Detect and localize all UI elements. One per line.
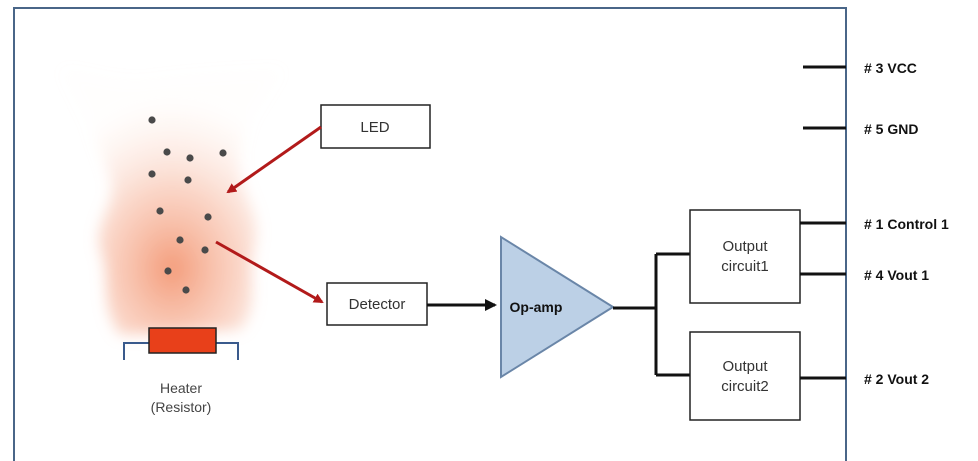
smoke-particle [148,116,156,124]
output-circuit1-line2: circuit1 [721,258,769,275]
output-circuit1-box [689,209,801,304]
smoke-particle [204,213,212,221]
module-frame [13,7,847,461]
heater-label-line1: Heater [160,380,202,396]
heater-label-line2: (Resistor) [151,399,212,415]
output-circuit2-line2: circuit2 [721,378,769,395]
smoke-particle [164,267,172,275]
opamp-label: Op-amp [510,299,563,315]
smoke-particles [148,116,227,294]
smoke-particle [201,246,209,254]
output-circuit2-line1: Output [722,358,768,375]
detector-label: Detector [349,296,406,313]
smoke-particle [182,286,190,294]
output-circuit2-box [689,331,801,421]
pin-vout2-label: # 2 Vout 2 [864,371,929,387]
detector-box [326,282,428,326]
smoke-particle [163,148,171,156]
smoke-particle [156,207,164,215]
smoke-particle [184,176,192,184]
smoke-particle [148,170,156,178]
pin-vcc-label: # 3 VCC [864,60,917,76]
output-circuit1-line1: Output [722,238,768,255]
scattered-light-arrow [215,240,324,304]
opamp-output-wiring [613,252,690,377]
smoke-particle [186,154,194,162]
smoke-particle [176,236,184,244]
pin-vout1-label: # 4 Vout 1 [864,267,929,283]
led-box [320,104,431,149]
smoke-plume [62,70,282,335]
pin-gnd-label: # 5 GND [864,121,918,137]
smoke-particle [219,149,227,157]
led-light-arrow [226,125,322,194]
heater-resistor [148,327,217,354]
pin-lines [800,65,846,380]
led-label: LED [360,119,389,136]
opamp-triangle [500,235,615,379]
pin-control1-label: # 1 Control 1 [864,216,949,232]
